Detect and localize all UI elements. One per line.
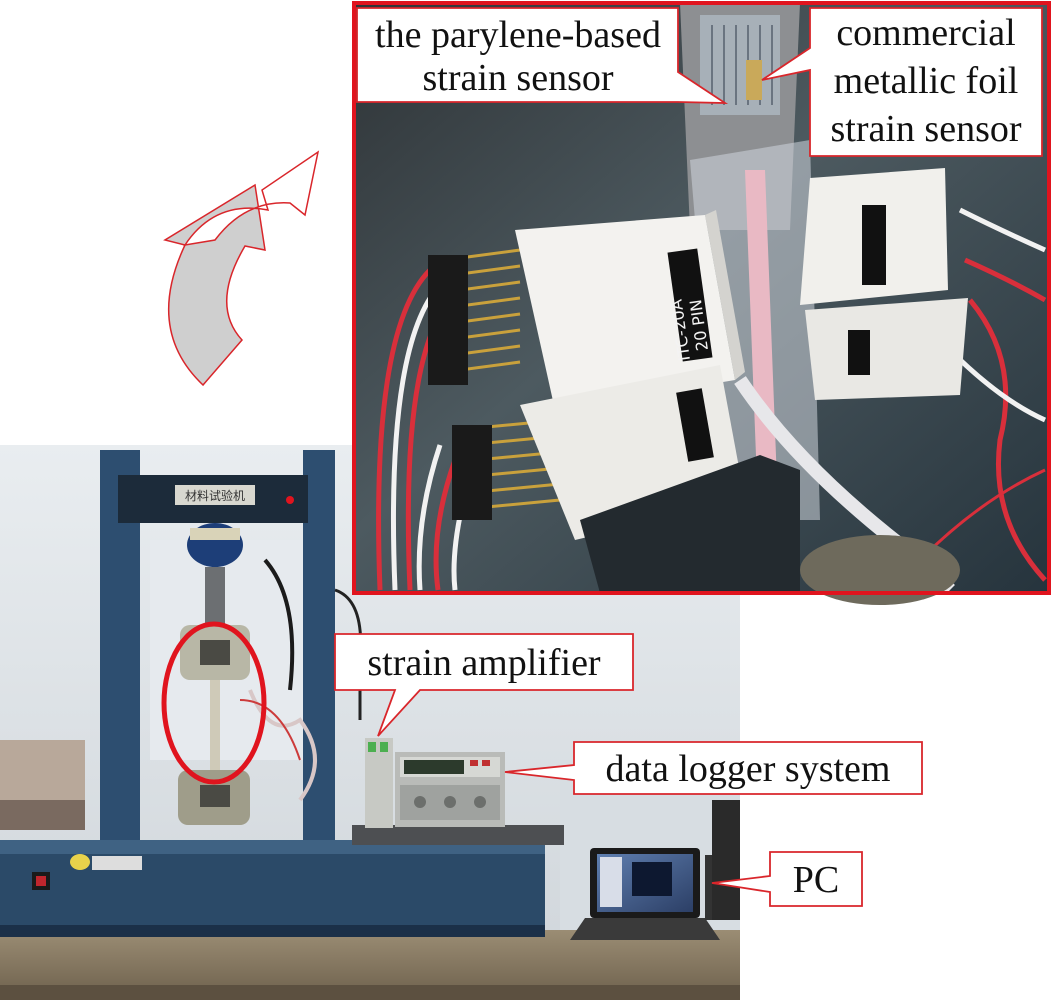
tensile-testing-machine: 材料试验机 — [0, 450, 545, 937]
clamp — [580, 455, 800, 593]
instrument-stack — [352, 738, 564, 845]
strain-amplifier-device — [365, 738, 393, 828]
specimen — [210, 680, 220, 770]
machine-plate-text: 材料试验机 — [185, 488, 245, 503]
callout-parylene-sensor: the parylene-based strain sensor — [356, 7, 729, 104]
callout-foil-line2: metallic foil — [834, 60, 1019, 102]
callout-strain-amplifier-text: strain amplifier — [367, 642, 601, 684]
sensor-highlight-ellipse — [161, 621, 267, 785]
callout-foil-sensor: commercial metallic foil strain sensor — [761, 7, 1043, 157]
metallic-foil-sensor — [746, 60, 762, 100]
connector-block-main: ITC-20A 20 PIN — [515, 210, 745, 410]
callout-parylene-line2: strain sensor — [422, 57, 613, 99]
callout-data-logger: data logger system — [504, 741, 923, 795]
machine-indicator-light — [286, 496, 294, 504]
connector-block-right — [800, 168, 968, 400]
laptop-keyboard — [570, 918, 720, 940]
callout-strain-amplifier: strain amplifier — [334, 633, 634, 737]
machine-base — [0, 840, 545, 935]
laptop-pc — [570, 800, 740, 940]
callout-foil-line3: strain sensor — [830, 108, 1021, 150]
callout-pc-text: PC — [793, 859, 839, 901]
callout-parylene-line1: the parylene-based — [375, 14, 661, 56]
inset-border — [352, 1, 1051, 595]
callout-foil-line1: commercial — [836, 12, 1015, 54]
callout-pc: PC — [711, 851, 863, 907]
curved-arrow-icon — [163, 183, 266, 387]
machine-plate — [175, 485, 255, 505]
callout-data-logger-text: data logger system — [606, 748, 891, 790]
arrow-outline-icon — [183, 150, 320, 247]
power-switch — [36, 876, 46, 886]
